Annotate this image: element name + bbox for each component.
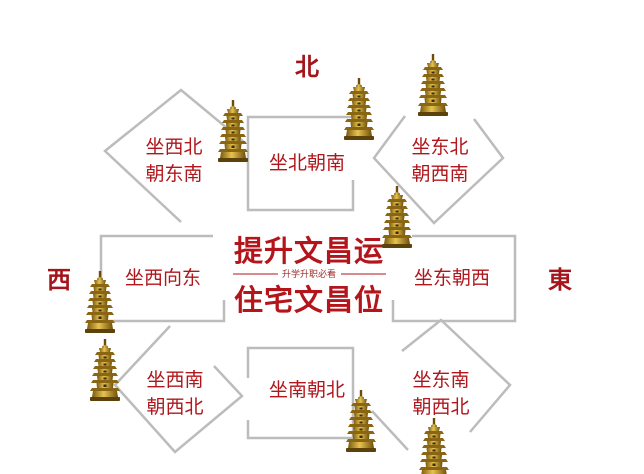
direction-west: 西 [47, 265, 71, 294]
pagoda-icon [419, 418, 449, 474]
room-south-frame [246, 346, 355, 440]
room-northeast: 坐东北 朝西南 [372, 115, 505, 225]
room-northeast-frame [372, 115, 505, 225]
room-southeast-line2: 朝西北 [412, 396, 469, 418]
room-west-label: 坐西向东 [125, 267, 201, 289]
room-west: 坐西向东 [99, 234, 226, 323]
room-north: 坐北朝南 [246, 115, 355, 212]
center-subtitle: 升学升职必看 [282, 268, 336, 280]
center-title-block: 提升文昌运 升学升职必看 住宅文昌位 [233, 234, 386, 317]
pagoda-icon [346, 390, 376, 452]
room-east-label: 坐东朝西 [414, 267, 490, 289]
room-northwest-frame [103, 88, 246, 223]
room-northwest: 坐西北 朝东南 [103, 88, 246, 223]
room-southwest-line2: 朝西北 [146, 396, 203, 418]
room-south-label: 坐南朝北 [269, 379, 345, 401]
pagoda-icon [418, 54, 448, 116]
room-southeast: 坐东南 朝西北 [371, 318, 512, 451]
pagoda-icon [90, 339, 120, 401]
room-east-frame [391, 234, 517, 323]
room-northwest-line1: 坐西北 [145, 136, 202, 158]
pagoda-icon [344, 78, 374, 140]
room-northeast-line2: 朝西南 [411, 163, 468, 185]
room-southeast-line1: 坐东南 [412, 369, 469, 391]
room-north-label: 坐北朝南 [269, 152, 345, 174]
room-southeast-frame [371, 318, 512, 451]
room-southwest: 坐西南 朝西北 [113, 325, 244, 454]
center-title-top: 提升文昌运 [234, 234, 384, 268]
direction-east: 東 [548, 265, 572, 294]
room-northeast-line1: 坐东北 [411, 136, 468, 158]
room-north-frame [246, 115, 355, 212]
center-title-bottom: 住宅文昌位 [234, 283, 384, 317]
room-east: 坐东朝西 [391, 234, 517, 323]
room-northwest-line2: 朝东南 [145, 163, 202, 185]
pagoda-icon [85, 271, 115, 333]
pagoda-icon [218, 100, 248, 162]
room-southwest-frame [113, 325, 244, 454]
room-southwest-line1: 坐西南 [146, 369, 203, 391]
room-south: 坐南朝北 [246, 346, 355, 440]
direction-north: 北 [295, 52, 319, 81]
